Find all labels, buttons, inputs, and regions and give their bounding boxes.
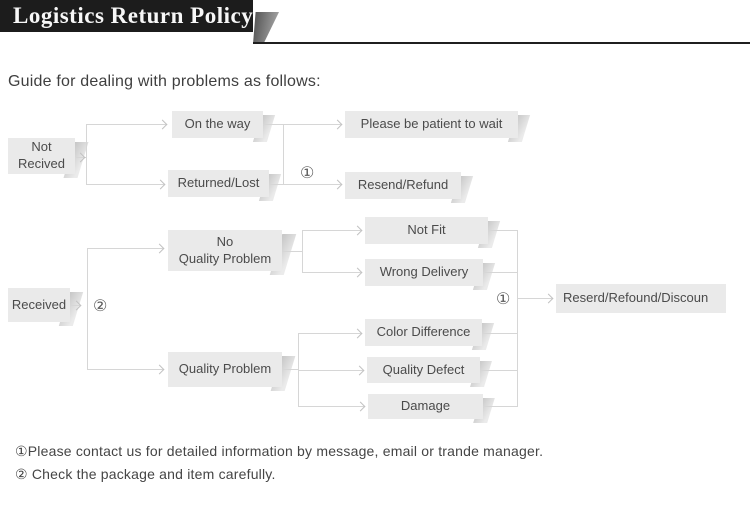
note-ref-2: ②	[93, 298, 108, 315]
arrowhead-icon	[154, 364, 165, 375]
connector-line	[284, 124, 341, 125]
connector-line	[86, 124, 87, 185]
connector-line	[480, 370, 517, 371]
connector-line	[282, 251, 302, 252]
footnote-1: ①Please contact us for detailed informat…	[15, 443, 544, 459]
connector-line	[282, 369, 298, 370]
arrowhead-icon	[332, 179, 343, 190]
connector-line	[76, 157, 86, 158]
node-resend-refund-discount: Reserd/Refound/Discoun	[556, 284, 726, 313]
arrowhead-icon	[154, 243, 165, 254]
node-on-the-way: On the way	[172, 111, 263, 138]
node-received: Received	[8, 288, 70, 322]
connector-line	[299, 370, 363, 371]
connector-line	[483, 272, 517, 273]
arrowhead-icon	[352, 328, 363, 339]
intro-text: Guide for dealing with problems as follo…	[8, 73, 321, 90]
connector-line	[283, 124, 284, 185]
connector-line	[482, 333, 517, 334]
node-be-patient: Please be patient to wait	[345, 111, 518, 138]
connector-line	[284, 184, 341, 185]
connector-line	[71, 305, 80, 306]
connector-line	[518, 298, 552, 299]
node-quality-problem: Quality Problem	[168, 352, 282, 387]
connector-line	[88, 248, 163, 249]
node-damage: Damage	[368, 394, 483, 419]
node-quality-defect: Quality Defect	[367, 357, 480, 383]
connector-line	[88, 369, 163, 370]
connector-line	[87, 184, 164, 185]
connector-line	[263, 124, 283, 125]
connector-line	[488, 230, 517, 231]
arrowhead-icon	[157, 119, 168, 130]
connector-line	[87, 248, 88, 370]
connector-line	[269, 184, 283, 185]
arrowhead-icon	[352, 267, 363, 278]
arrowhead-icon	[332, 119, 343, 130]
connector-line	[298, 333, 299, 407]
note-ref-1: ①	[300, 165, 315, 182]
node-not-fit: Not Fit	[365, 217, 488, 244]
connector-line	[299, 406, 364, 407]
arrowhead-icon	[543, 293, 554, 304]
note-ref-1-merge: ①	[496, 291, 511, 308]
node-returned-lost: Returned/Lost	[168, 170, 269, 197]
node-resend-refund: Resend/Refund	[345, 172, 461, 199]
node-color-difference: Color Difference	[365, 319, 482, 346]
connector-line	[483, 406, 517, 407]
header-underline	[253, 42, 750, 44]
node-no-quality-problem: No Quality Problem	[168, 230, 282, 271]
node-not-received: Not Recived	[8, 138, 75, 174]
connector-line	[302, 230, 303, 273]
page-title: Logistics Return Policy	[13, 3, 254, 28]
banner-fold-decoration	[253, 12, 279, 44]
arrowhead-icon	[354, 365, 365, 376]
arrowhead-icon	[355, 401, 366, 412]
connector-line	[299, 333, 361, 334]
connector-line	[517, 230, 518, 407]
footnote-2: ② Check the package and item carefully.	[15, 466, 276, 482]
arrowhead-icon	[155, 179, 166, 190]
connector-line	[303, 272, 361, 273]
node-wrong-delivery: Wrong Delivery	[365, 259, 483, 286]
connector-line	[303, 230, 361, 231]
connector-line	[87, 124, 166, 125]
header-banner: Logistics Return Policy	[0, 0, 253, 32]
arrowhead-icon	[352, 225, 363, 236]
